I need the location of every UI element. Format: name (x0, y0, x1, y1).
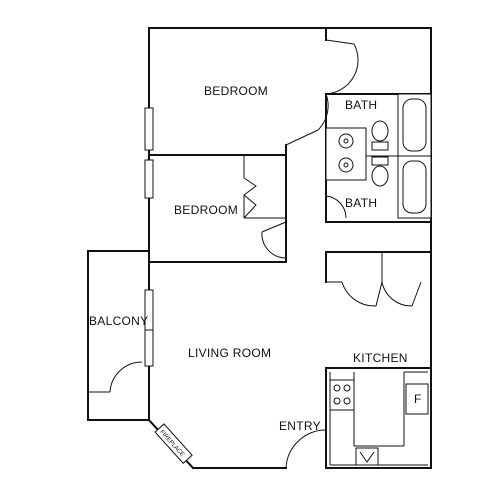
windows (144, 107, 154, 367)
room-label-balcony: BALCONY (89, 314, 148, 328)
stove (329, 379, 355, 411)
balcony-outline (87, 250, 150, 421)
room-label-bedroom-2: BEDROOM (174, 203, 238, 217)
window-bedroom-1 (144, 107, 154, 151)
refrigerator (405, 383, 429, 415)
doors (109, 39, 422, 469)
room-label-bath-2: BATH (345, 196, 377, 210)
room-label-bedroom-1: BEDROOM (204, 84, 268, 98)
fridge-label: F (414, 392, 422, 406)
kitchen-fixtures (329, 371, 429, 466)
bath-fixtures (325, 93, 432, 219)
toilet-2 (371, 165, 389, 187)
room-label-kitchen: KITCHEN (353, 351, 408, 365)
interior-walls (148, 27, 432, 469)
room-label-living-room: LIVING ROOM (188, 346, 271, 360)
sliding-door-balcony-2 (144, 329, 154, 367)
room-label-bath-1: BATH (345, 98, 377, 112)
kitchen-sink (355, 447, 379, 466)
window-bedroom-2 (144, 159, 154, 199)
fireplace: FIREPLACE (154, 423, 193, 464)
toilet-1 (371, 120, 389, 142)
room-label-entry: ENTRY (279, 419, 321, 433)
